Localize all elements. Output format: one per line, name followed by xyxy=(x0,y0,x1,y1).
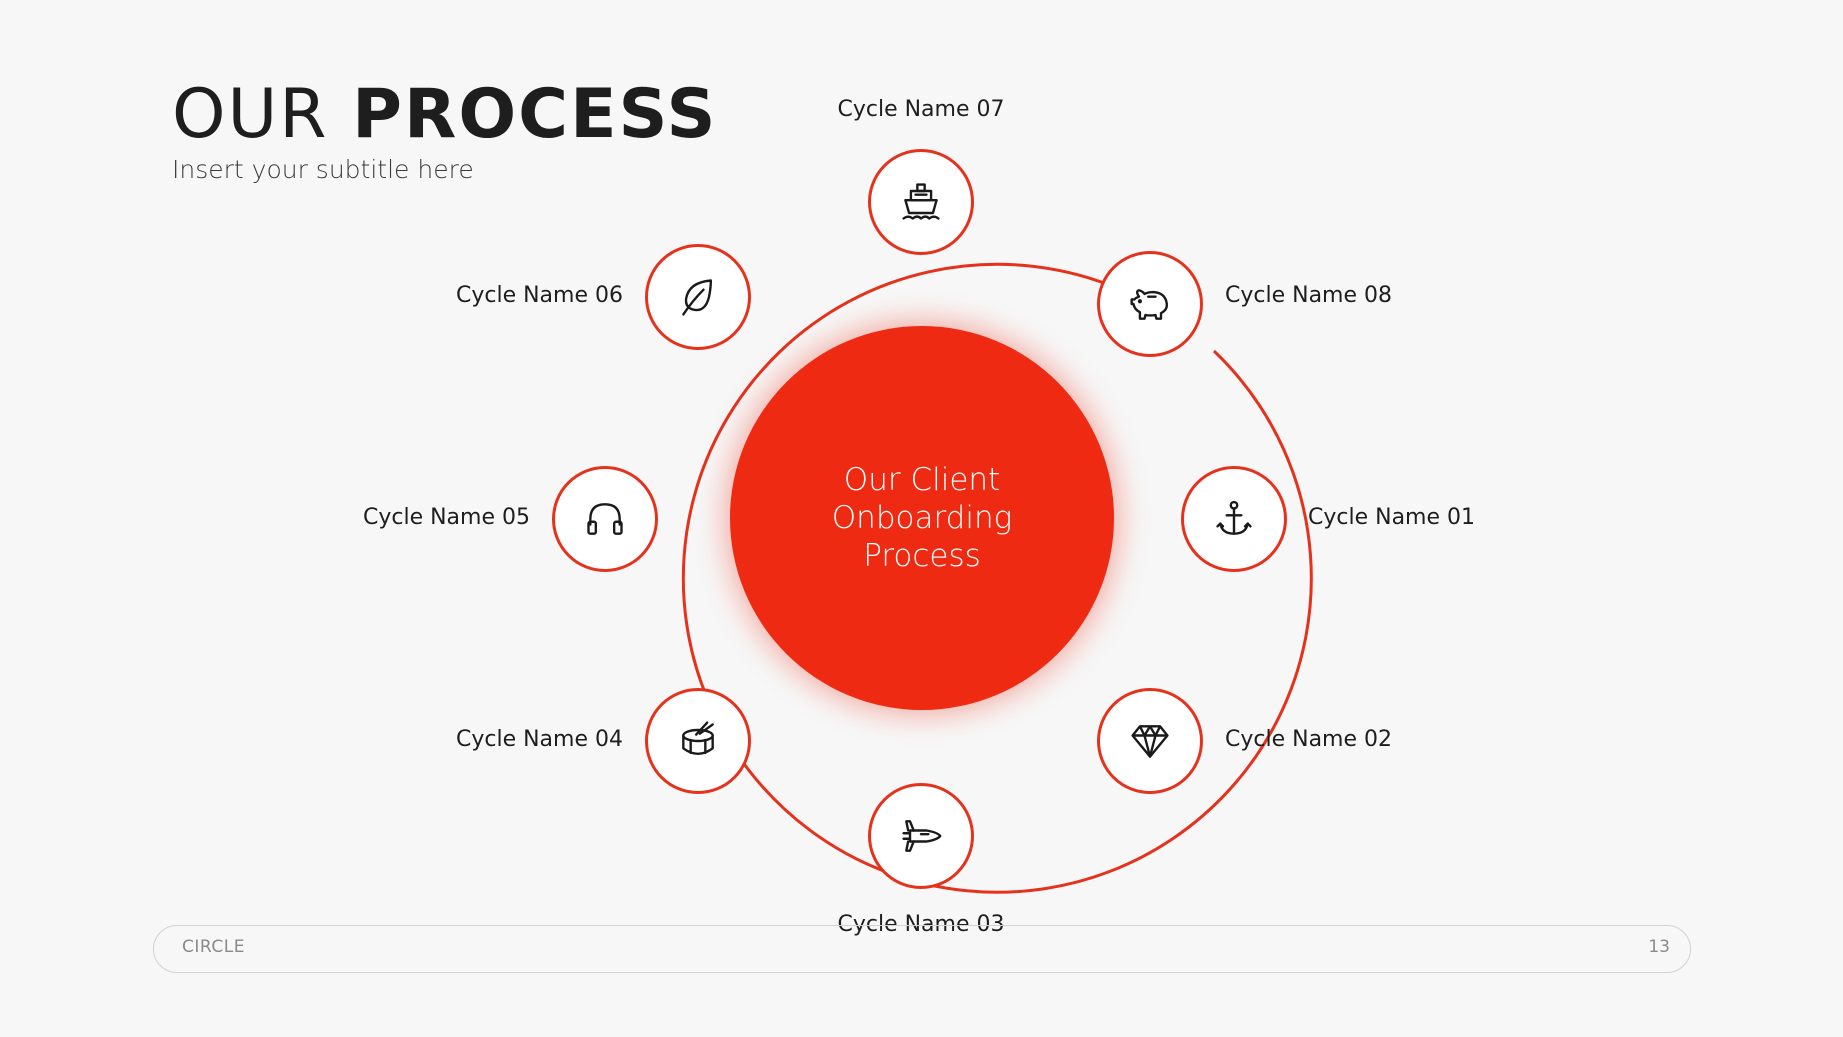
cycle-node-05[interactable] xyxy=(552,466,658,572)
cycle-node-01[interactable] xyxy=(1181,466,1287,572)
center-label: Our Client Onboarding Process xyxy=(792,461,1052,575)
ship-icon xyxy=(902,183,940,220)
center-line-2: Onboarding xyxy=(831,500,1013,536)
cycle-node-02[interactable] xyxy=(1097,688,1203,794)
page-subtitle: Insert your subtitle here xyxy=(172,155,474,184)
cycle-node-06[interactable] xyxy=(645,244,751,350)
title-part-light: OUR xyxy=(172,75,329,154)
title-part-bold: PROCESS xyxy=(352,75,718,154)
cycle-label-06: Cycle Name 06 xyxy=(455,283,623,308)
center-line-3: Process xyxy=(863,538,981,574)
cycle-label-07: Cycle Name 07 xyxy=(837,97,1005,122)
cycle-label-01: Cycle Name 01 xyxy=(1308,505,1476,530)
cycle-label-03: Cycle Name 03 xyxy=(837,912,1005,937)
center-circle: Our Client Onboarding Process xyxy=(730,326,1114,710)
rocket-icon xyxy=(902,820,942,852)
leaf-icon xyxy=(682,279,713,316)
center-line-1: Our Client xyxy=(843,462,1001,498)
page-title: OUR PROCESS xyxy=(172,70,717,160)
cycle-label-08: Cycle Name 08 xyxy=(1225,283,1393,308)
cycle-node-04[interactable] xyxy=(645,688,751,794)
footer-bar xyxy=(153,925,1691,973)
cycle-node-07[interactable] xyxy=(868,149,974,255)
cycle-node-03[interactable] xyxy=(868,783,974,889)
headphones-icon xyxy=(587,503,623,535)
anchor-icon xyxy=(1216,500,1252,535)
cycle-label-02: Cycle Name 02 xyxy=(1225,727,1393,752)
drum-icon xyxy=(682,721,714,756)
page-number: 13 xyxy=(1648,937,1670,957)
cycle-label-04: Cycle Name 04 xyxy=(455,727,623,752)
cycle-node-08[interactable] xyxy=(1097,251,1203,357)
piggy-bank-icon xyxy=(1130,289,1169,320)
diamond-icon xyxy=(1131,725,1169,758)
cycle-label-05: Cycle Name 05 xyxy=(362,505,530,530)
cycle-ring-path xyxy=(681,262,1313,894)
footer-section-label: CIRCLE xyxy=(182,937,245,957)
